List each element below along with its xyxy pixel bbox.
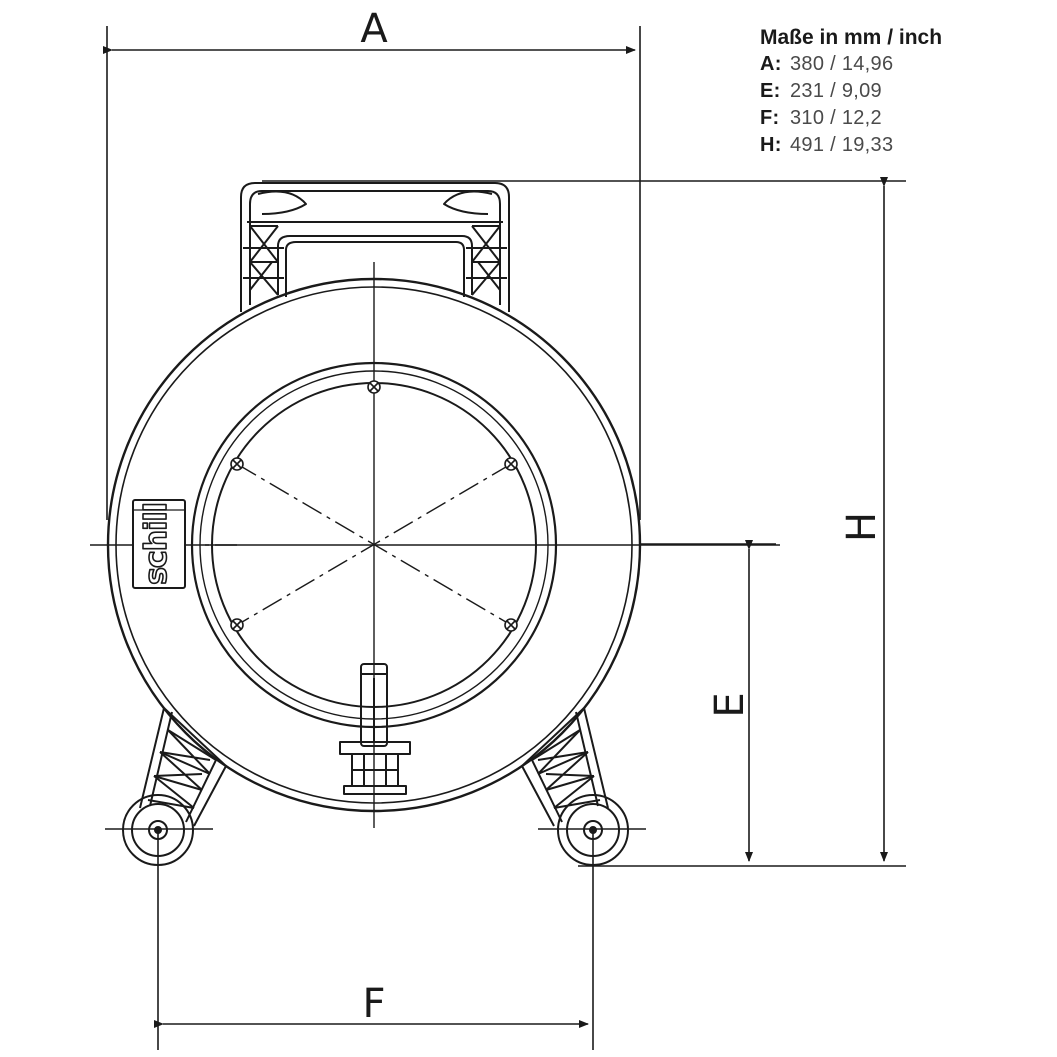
dimension-label-h: H (839, 512, 885, 542)
legend-value: 231 / 9,09 (790, 80, 882, 102)
dimension-label-e: E (707, 692, 753, 717)
legend-value: 310 / 12,2 (790, 107, 882, 129)
legend-title: Maße in mm / inch (760, 26, 943, 49)
spokes (205, 463, 512, 626)
dimension-label-a: A (360, 6, 388, 52)
legend-value: 491 / 19,33 (790, 134, 894, 156)
legend-row-e: E: 231 / 9,09 (760, 78, 1040, 105)
legend-key: A: (760, 53, 782, 75)
dimension-f (154, 832, 594, 1050)
reel-drawing: schill (90, 182, 780, 866)
dimension-e (640, 540, 776, 862)
dimension-h (262, 177, 906, 867)
crank-handle (339, 663, 411, 795)
logo-text: schill (139, 503, 174, 585)
left-wheel (122, 794, 194, 866)
legend-row-f: F: 310 / 12,2 (760, 105, 1040, 132)
dimension-a (103, 26, 641, 520)
screws (230, 380, 518, 632)
dimension-legend: Maße in mm / inch A: 380 / 14,96 E: 231 / … (760, 24, 1040, 159)
legend-key: H: (760, 134, 782, 156)
legend-key: E: (760, 80, 781, 102)
legend-row-h: H: 491 / 19,33 (760, 132, 1040, 159)
right-leg (521, 707, 646, 830)
right-wheel (557, 794, 629, 866)
legend-value: 380 / 14,96 (790, 53, 894, 75)
legend-row-a: A: 380 / 14,96 (760, 51, 1040, 78)
legend-key: F: (760, 107, 780, 129)
center-lines (90, 262, 780, 828)
carrying-handle (240, 182, 510, 312)
dimension-label-f: F (362, 981, 385, 1027)
left-leg (105, 707, 227, 830)
logo-plate: schill (132, 499, 186, 589)
